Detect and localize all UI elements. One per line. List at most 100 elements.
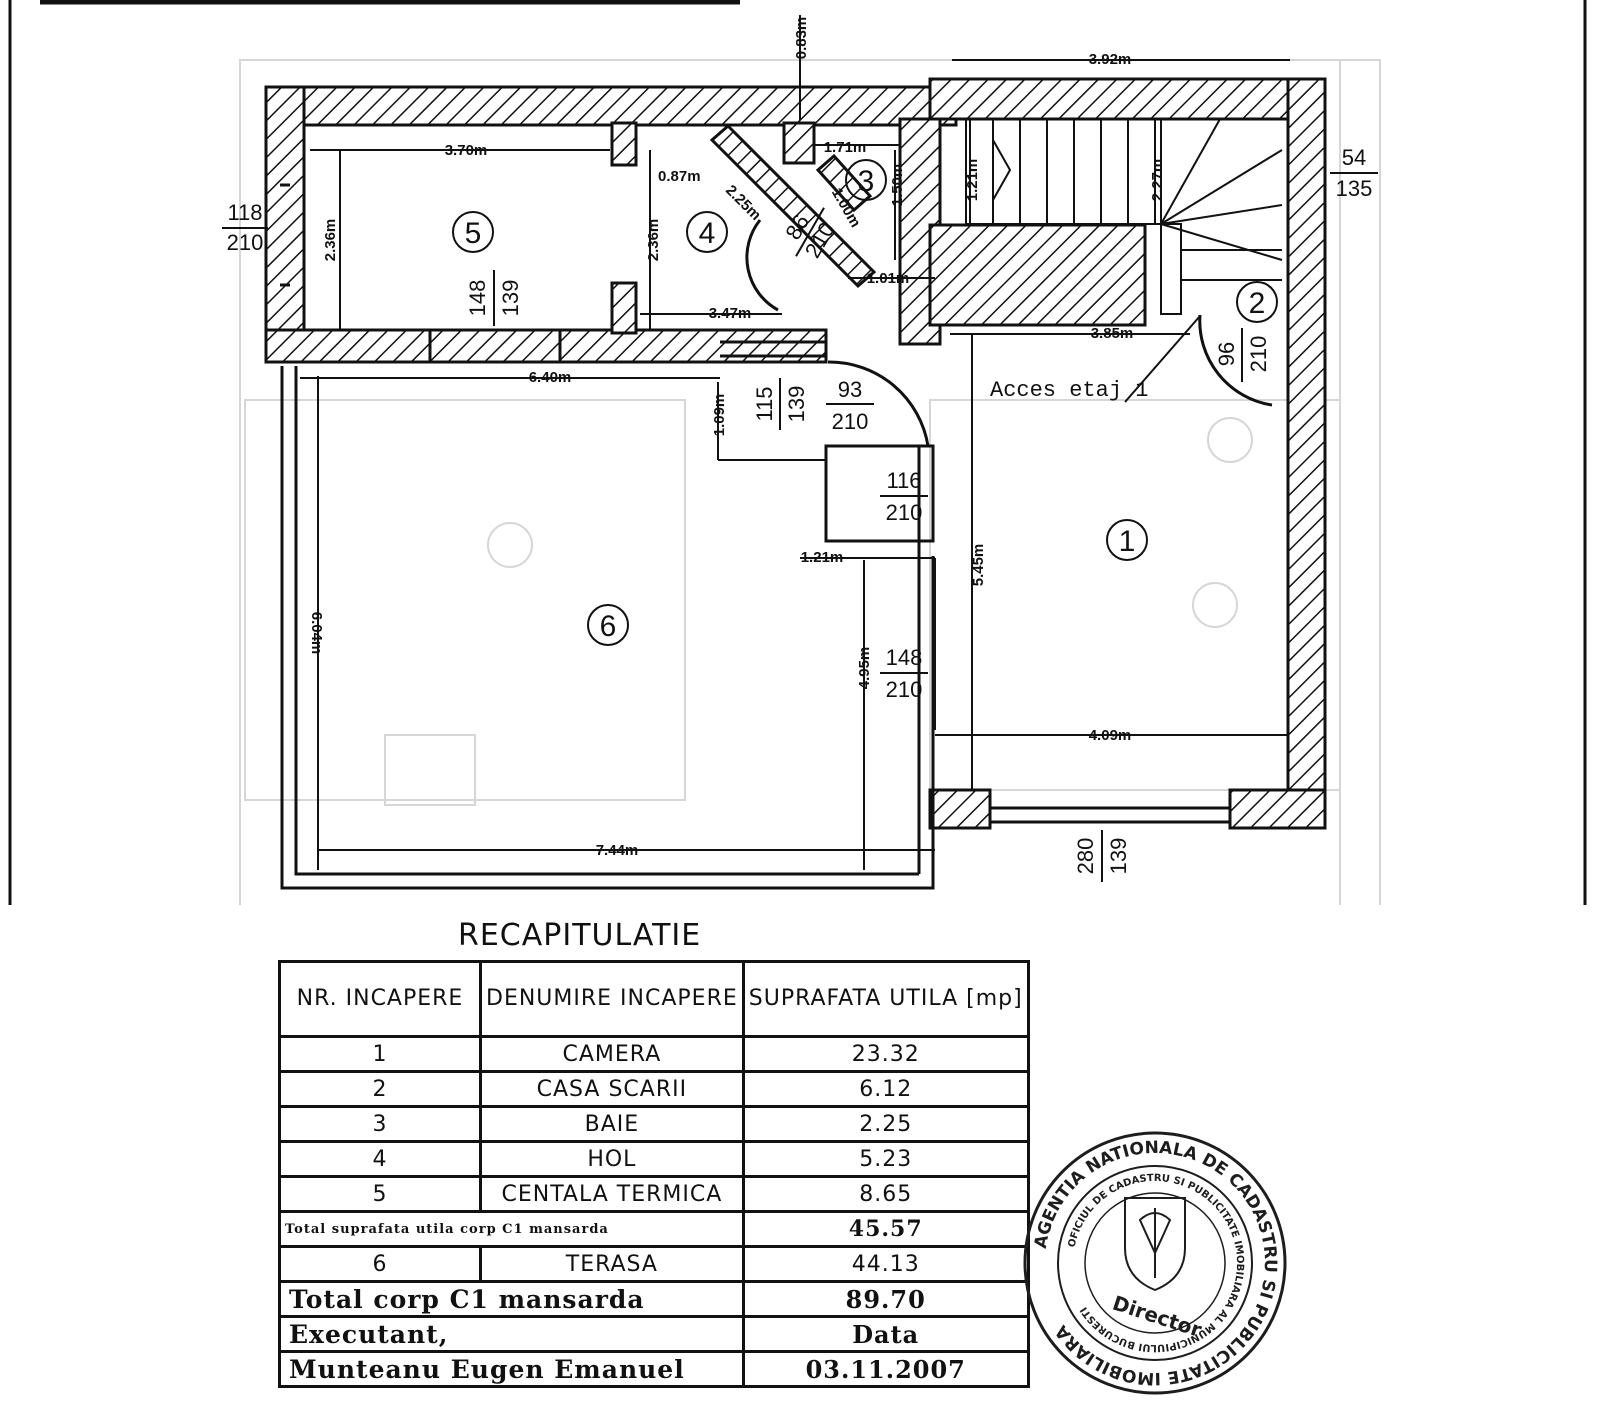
header-name: DENUMIRE INCAPERE (479, 960, 745, 1038)
cell-name: CAMERA (479, 1035, 745, 1073)
dim-label: 0.83m (793, 17, 810, 60)
svg-text:118: 118 (227, 200, 262, 225)
total-corp-value: 89.70 (741, 1280, 1030, 1318)
coat-of-arms-icon (1124, 1197, 1186, 1292)
dimension-lines (300, 15, 1290, 870)
svg-text:139: 139 (1106, 838, 1131, 875)
room-number: 6 (600, 610, 617, 643)
svg-text:93: 93 (838, 377, 862, 402)
cell-nr: 5 (278, 1175, 482, 1213)
access-label: Acces etaj 1 (990, 378, 1148, 403)
total-corp-row: Total corp C1 mansarda 89.70 (278, 1280, 1030, 1318)
executant-name: Munteanu Eugen Emanuel (278, 1350, 745, 1388)
opening-o2: 148 139 (465, 270, 523, 326)
cell-area: 5.23 (741, 1140, 1030, 1178)
dim-label: 6.04m (308, 612, 325, 655)
room-marker-4 (686, 211, 728, 253)
dim-label: 1.71m (824, 139, 867, 156)
svg-text:210: 210 (1246, 336, 1271, 373)
room-markers (452, 159, 1278, 646)
staircase (965, 118, 1283, 315)
room-marker-5 (452, 211, 494, 253)
room-marker-6 (587, 604, 629, 646)
svg-text:115: 115 (752, 386, 777, 421)
opening-o6: 115 139 (752, 378, 809, 430)
dim-label: 1.01m (867, 270, 910, 287)
signature-date: 03.11.2007 (741, 1350, 1030, 1388)
stamp-center-text: Director (1110, 1291, 1205, 1342)
svg-text:280: 280 (1073, 838, 1098, 875)
cell-area: 44.13 (741, 1245, 1030, 1283)
cell-name: HOL (479, 1140, 745, 1178)
svg-text:139: 139 (498, 280, 523, 317)
svg-text:148: 148 (465, 280, 490, 317)
cell-area: 6.12 (741, 1070, 1030, 1108)
executant-label: Executant, (278, 1315, 745, 1353)
opening-o9: 148 210 (880, 645, 928, 702)
door-leaves (709, 123, 877, 289)
opening-o7: 93 210 (826, 377, 874, 434)
dim-label: 2.27m (1149, 159, 1166, 202)
dim-label: 1.21m (964, 159, 981, 202)
room-number: 5 (465, 217, 482, 250)
cell-nr: 6 (278, 1245, 482, 1283)
room-number: 1 (1119, 525, 1136, 558)
svg-text:210: 210 (886, 677, 923, 702)
cell-name: BAIE (479, 1105, 745, 1143)
svg-text:96: 96 (1214, 342, 1239, 366)
signature-row: Munteanu Eugen Emanuel 03.11.2007 (278, 1350, 1030, 1388)
opening-o1: 118 210 (222, 200, 268, 255)
dim-label: 3.47m (709, 305, 752, 322)
dim-label: 6.40m (529, 369, 572, 386)
cell-area: 8.65 (741, 1175, 1030, 1213)
opening-sizes: 118 210 148 139 86 210 54 135 96 210 115… (222, 145, 1378, 882)
cell-nr: 3 (278, 1105, 482, 1143)
table-row: 1 CAMERA 23.32 (278, 1035, 1030, 1073)
table-row: 2 CASA SCARII 6.12 (278, 1070, 1030, 1108)
dim-label: 4.09m (1089, 727, 1132, 744)
ghost-underlay (239, 59, 1381, 905)
svg-text:148: 148 (886, 645, 923, 670)
room-number: 3 (858, 165, 875, 198)
official-stamp: AGENTIA NATIONALA DE CADASTRU SI PUBLICI… (1023, 1131, 1287, 1395)
dim-label: 3.92m (1089, 51, 1132, 68)
cell-name: CASA SCARII (479, 1070, 745, 1108)
door-swings (745, 219, 1273, 447)
dim-label: 3.70m (445, 142, 488, 159)
room-marker-3 (845, 159, 887, 201)
table-row: 4 HOL 5.23 (278, 1140, 1030, 1178)
terrace-row: 6 TERASA 44.13 (278, 1245, 1030, 1283)
total-util-label: Total suprafata utila corp C1 mansarda (278, 1210, 745, 1248)
room-number: 2 (1249, 287, 1266, 320)
svg-text:139: 139 (784, 386, 809, 423)
dim-label: 5.45m (970, 544, 987, 587)
floor-plan: 3.92m 0.83m 3.70m 0.87m 2.25m 1.71m 1.00… (8, 0, 1587, 905)
opening-o10: 280 139 (1073, 830, 1131, 882)
dim-label: 2.36m (645, 219, 662, 262)
cell-area: 23.32 (741, 1035, 1030, 1073)
walls (264, 77, 1327, 830)
dim-label: 4.95m (856, 647, 873, 690)
dim-label: 2.25m (722, 182, 764, 224)
cell-nr: 4 (278, 1140, 482, 1178)
cell-nr: 1 (278, 1035, 482, 1073)
total-util-value: 45.57 (741, 1210, 1030, 1248)
dim-label: 1.21m (801, 549, 844, 566)
thin-walls (280, 183, 1230, 890)
svg-text:116: 116 (886, 468, 921, 493)
header-nr: NR. INCAPERE (278, 960, 482, 1038)
table-row: 5 CENTALA TERMICA 8.65 (278, 1175, 1030, 1213)
recap-title: RECAPITULATIE (458, 918, 702, 953)
svg-text:210: 210 (886, 500, 923, 525)
opening-o5: 96 210 (1214, 328, 1271, 382)
table-row: 3 BAIE 2.25 (278, 1105, 1030, 1143)
dim-label: 2.36m (322, 219, 339, 262)
svg-text:54: 54 (1342, 145, 1366, 170)
svg-text:135: 135 (1336, 176, 1373, 201)
total-util-row: Total suprafata utila corp C1 mansarda 4… (278, 1210, 1030, 1248)
room-marker-1 (1106, 519, 1148, 561)
recap-table: NR. INCAPERE DENUMIRE INCAPERE SUPRAFATA… (278, 960, 1030, 1388)
svg-text:210: 210 (227, 230, 264, 255)
cell-name: TERASA (479, 1245, 745, 1283)
room-number: 4 (699, 217, 716, 250)
